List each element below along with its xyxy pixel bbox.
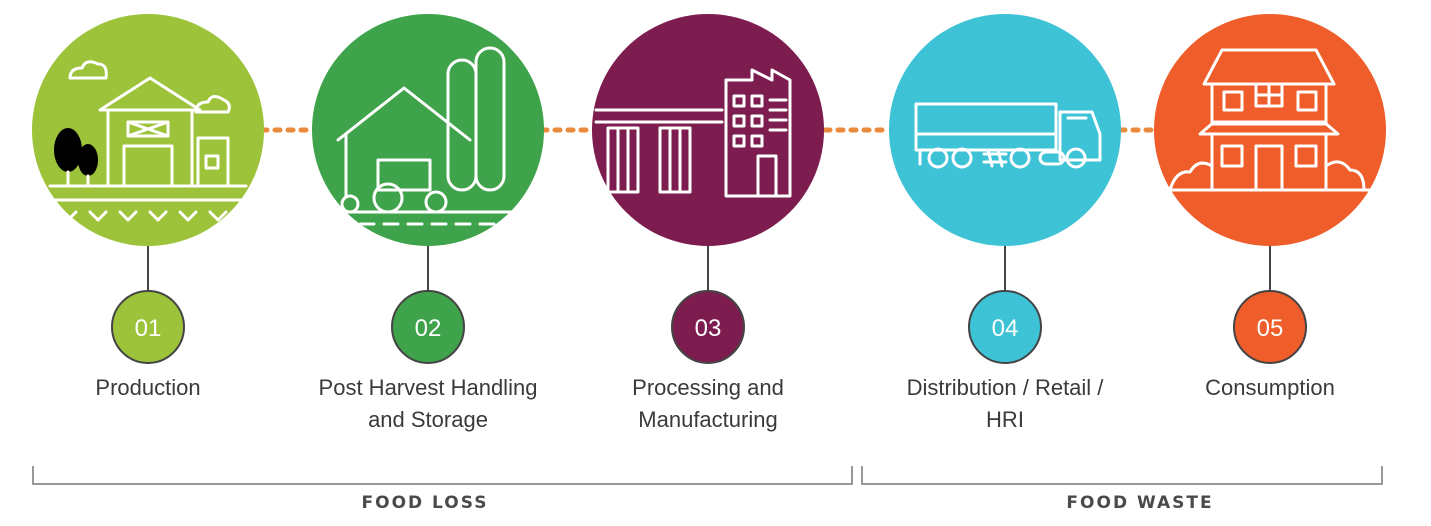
group-label-food-waste: FOOD WASTE: [1066, 493, 1214, 513]
stage-number-circle: [111, 290, 185, 364]
stage-label-processing: Processing and Manufacturing: [632, 375, 784, 432]
food-loss-bracket: [32, 466, 853, 485]
stage-number: 04: [992, 315, 1019, 342]
silo-tractor-icon: [328, 46, 542, 226]
factory-icon: [594, 68, 792, 198]
stage-label-distribution: Distribution / Retail / HRI: [906, 375, 1104, 432]
stage-label-post-harvest: Post Harvest Handling and Storage: [318, 375, 538, 432]
stage-number-circle: [671, 290, 745, 364]
stage-circle: [889, 14, 1121, 246]
food-waste-bracket: [861, 466, 1383, 485]
stage-number-circle: [1233, 290, 1307, 364]
stage-number-circle: [968, 290, 1042, 364]
stage-number-circle: [391, 290, 465, 364]
stage-number: 01: [135, 315, 162, 342]
stage-circle: [592, 14, 824, 246]
stage-label-production: Production: [95, 375, 201, 400]
stage-number: 02: [415, 315, 442, 342]
stage-number: 03: [695, 315, 722, 342]
group-label-food-loss: FOOD LOSS: [361, 493, 489, 513]
stage-number: 05: [1257, 315, 1284, 342]
stage-label-consumption: Consumption: [1205, 375, 1335, 400]
truck-icon: [914, 102, 1102, 169]
farm-barn-icon: [48, 60, 248, 222]
house-icon: [1158, 48, 1378, 192]
